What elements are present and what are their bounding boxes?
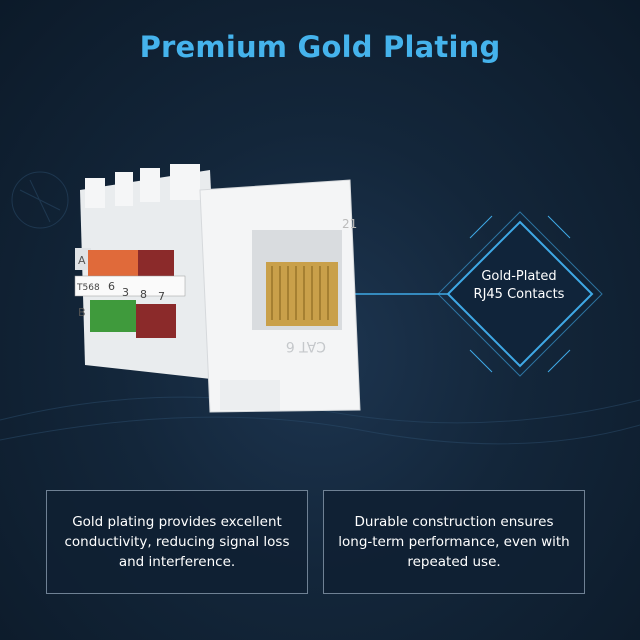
pin-label: 8	[140, 288, 147, 301]
keystone-jack-image: A T568 6 3 8 7 B 21 CAT 6	[74, 164, 361, 413]
page-title: Premium Gold Plating	[139, 30, 501, 64]
row-b-label: B	[78, 306, 86, 319]
callout-label: Gold-Plated RJ45 Contacts	[464, 268, 574, 304]
pin-label: 3	[122, 286, 129, 299]
feature-box-conductivity: Gold plating provides excellent conducti…	[46, 490, 308, 594]
feature-text: Gold plating provides excellent conducti…	[64, 514, 290, 570]
port-number-label: 21	[342, 217, 357, 231]
callout-line-1: Gold-Plated	[481, 269, 557, 284]
feature-text: Durable construction ensures long-term p…	[338, 514, 570, 570]
pin-label: 6	[108, 280, 115, 293]
pin-label: 7	[158, 290, 165, 303]
callout-line-2: RJ45 Contacts	[473, 287, 565, 302]
callout-diamond-icon	[437, 211, 603, 377]
standard-label: T568	[76, 283, 100, 293]
feature-box-durability: Durable construction ensures long-term p…	[323, 490, 585, 594]
category-mark-label: CAT 6	[286, 338, 326, 354]
row-a-label: A	[78, 254, 86, 267]
